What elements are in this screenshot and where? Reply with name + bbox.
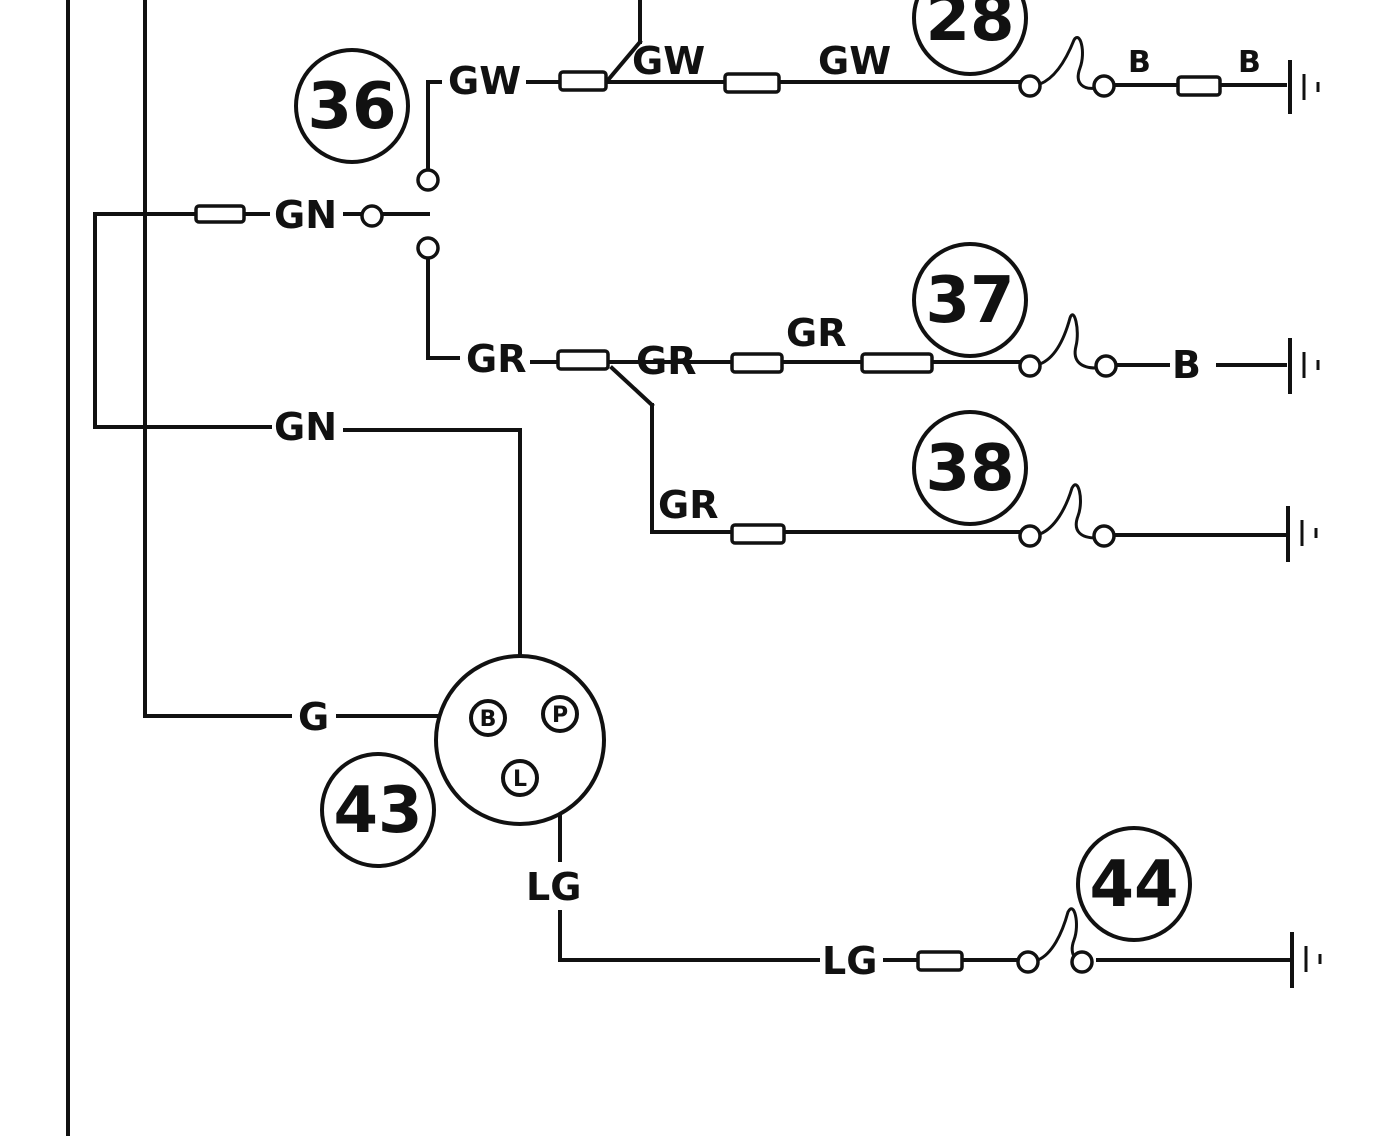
wire-label-gn-1: GN (274, 193, 337, 237)
unit-43: B P L (434, 654, 606, 826)
unit43-pin-l (501, 759, 539, 797)
component-38-marker: 38 (912, 410, 1028, 526)
gr-connector-3 (860, 352, 934, 374)
component-44-marker: 44 (1076, 826, 1192, 942)
lg-connector (916, 950, 964, 972)
component-28-marker: 28 (912, 0, 1028, 76)
earth-symbol-lamp37 (1288, 338, 1320, 394)
component-36-marker: 36 (294, 48, 410, 164)
wire-label-lg-2: LG (822, 939, 877, 983)
earth-symbol-lamp44 (1290, 932, 1322, 988)
wire-label-gr-1: GR (466, 337, 526, 381)
gw-connector-2 (723, 72, 781, 94)
earth-symbol-lamp38 (1286, 506, 1318, 562)
unit43-pin-p-label: P (552, 703, 568, 728)
wire-label-g: G (298, 695, 329, 739)
switch36-terminal-bottom (416, 236, 440, 260)
unit43-pin-b (469, 699, 507, 737)
wire-label-gr-2: GR (636, 339, 696, 383)
gr-branch-connector (730, 523, 786, 545)
unit43-pin-p (541, 695, 579, 733)
lamp-38 (1018, 483, 1116, 548)
wire-label-lg-1: LG (526, 865, 581, 909)
component-38-label: 38 (925, 432, 1014, 506)
unit43-body (434, 654, 606, 826)
unit43-pin-l-label: L (513, 767, 527, 792)
wire-label-gr-3: GR (786, 311, 846, 355)
component-28-label: 28 (925, 0, 1014, 56)
wire-label-b-1: B (1128, 45, 1151, 80)
switch36-terminal-common (360, 204, 384, 228)
gr-connector-1 (556, 349, 610, 371)
component-43-marker: 43 (320, 752, 436, 868)
lamp-44 (1016, 907, 1094, 974)
lamp-28 (1018, 36, 1116, 98)
component-43-label: 43 (333, 774, 422, 848)
component-44-label: 44 (1089, 848, 1178, 922)
wire-label-gr-4: GR (658, 483, 718, 527)
gw-connector-1 (558, 70, 608, 92)
switch36-terminal-top (416, 168, 440, 192)
wire-label-b-2: B (1238, 45, 1261, 80)
wire-label-gw-3: GW (818, 39, 891, 83)
gr-connector-2 (730, 352, 784, 374)
wire-label-gw-1: GW (448, 59, 521, 103)
component-37-marker: 37 (912, 242, 1028, 358)
gn-connector (194, 204, 246, 224)
component-36-label: 36 (307, 70, 396, 144)
wire-label-gn-2: GN (274, 405, 337, 449)
gr-branch-diagonal-wire (609, 365, 655, 408)
component-37-label: 37 (925, 264, 1014, 338)
wire-label-b-3: B (1172, 343, 1201, 387)
earth-symbol-lamp28 (1288, 60, 1320, 114)
lamp-37 (1018, 313, 1118, 378)
unit43-pin-b-label: B (480, 707, 497, 732)
gw-feed-diagonal-wire (605, 39, 643, 83)
b-connector-lamp28 (1176, 75, 1222, 97)
wire-label-gw-2: GW (632, 39, 705, 83)
